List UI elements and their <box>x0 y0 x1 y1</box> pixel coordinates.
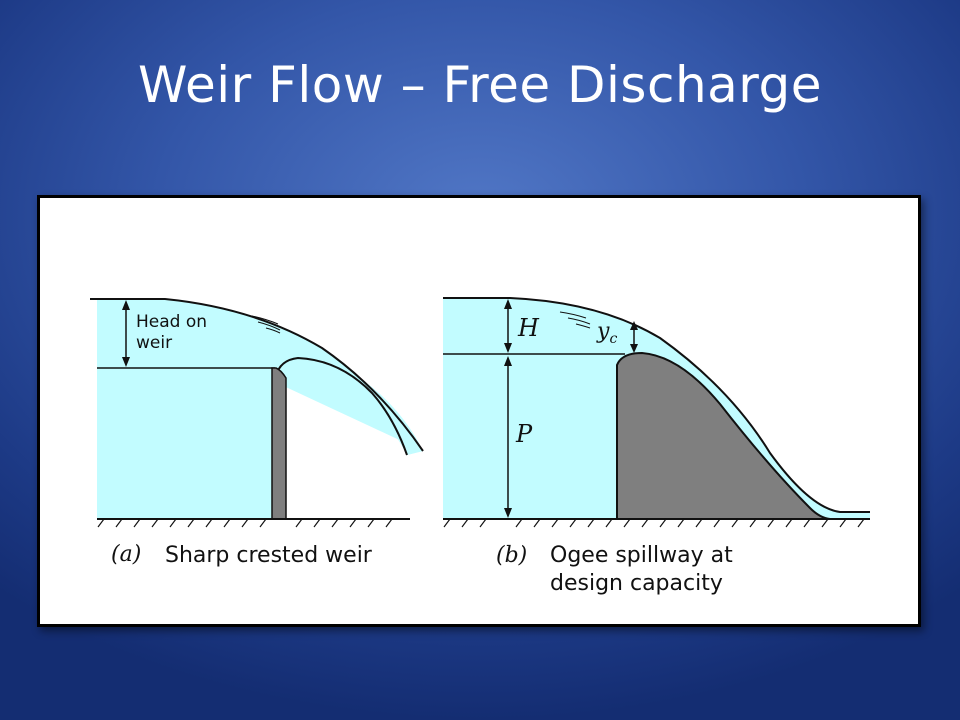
diagram-ogee-spillway: H yc P (b) Ogee spillway at design capac… <box>443 297 870 596</box>
caption-b-letter: (b) <box>496 543 527 568</box>
p-label: P <box>515 420 533 448</box>
sharp-weir-plate <box>271 367 287 520</box>
diagram-sharp-crested-weir: Head on weir (a) Sharp crested weir <box>90 298 424 568</box>
ground-hatch-a <box>97 518 393 528</box>
ogee-spillway-body <box>616 351 831 520</box>
h-label: H <box>517 314 540 342</box>
slide-title: Weir Flow – Free Discharge <box>138 56 822 114</box>
h-arrow-down <box>504 343 512 353</box>
caption-a-letter: (a) <box>111 542 141 567</box>
lower-nappe-line-a <box>275 356 408 456</box>
head-arrow-down <box>122 357 130 367</box>
yc-arrow-down <box>630 344 638 353</box>
p-arrow-down <box>504 508 512 518</box>
ground-hatch-b <box>443 518 865 528</box>
head-arrow-up <box>122 300 130 310</box>
surface-ripple-a <box>251 315 281 334</box>
head-label-line1: Head on <box>136 312 207 332</box>
water-surface-line-a <box>90 298 424 452</box>
caption-a-text: Sharp crested weir <box>165 543 373 568</box>
nappe-a <box>97 299 423 455</box>
head-label-line2: weir <box>136 333 172 353</box>
caption-b-line1: Ogee spillway at <box>550 543 733 568</box>
h-arrow-up <box>504 299 512 309</box>
yc-label-main: y <box>596 319 610 344</box>
figure-panel: Head on weir (a) Sharp crested weir <box>40 198 918 624</box>
water-surface-line-b <box>443 297 870 513</box>
surface-ripple-b <box>559 311 591 329</box>
yc-label-sub: c <box>609 331 617 347</box>
weir-diagrams: Head on weir (a) Sharp crested weir <box>90 297 870 596</box>
upstream-water-a <box>97 299 423 519</box>
caption-b-line2: design capacity <box>550 571 723 596</box>
p-arrow-up <box>504 356 512 366</box>
yc-arrow-up <box>630 321 638 330</box>
yc-label: yc <box>596 319 617 347</box>
figure-frame: Head on weir (a) Sharp crested weir <box>37 195 921 627</box>
